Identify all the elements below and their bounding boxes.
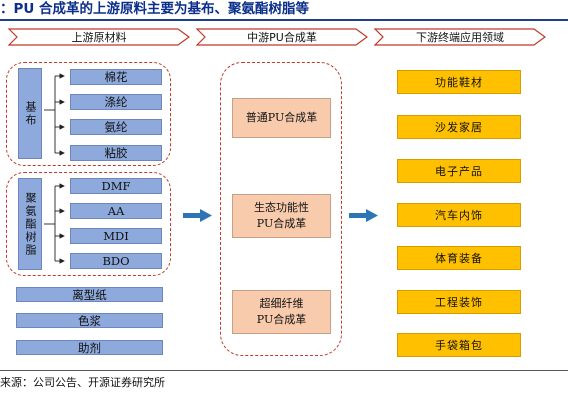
pu-resin-item: DMF	[70, 178, 162, 194]
flow-arrow-icon	[183, 209, 212, 222]
base-cloth-item: 棉花	[70, 69, 162, 85]
flow-arrow-icon	[349, 209, 378, 222]
chevron-shape-icon	[374, 28, 546, 46]
downstream-application: 汽车内饰	[397, 203, 521, 227]
pu-resin-item: MDI	[70, 228, 162, 244]
midstream-product: 超细纤维 PU合成革	[232, 290, 331, 334]
downstream-application: 功能鞋材	[397, 70, 521, 94]
pu-resin-group	[6, 172, 171, 276]
chevron-shape-icon	[196, 28, 368, 46]
pu-resin-item: BDO	[70, 253, 162, 269]
title-divider	[0, 19, 568, 21]
midstream-product: 普通PU合成革	[232, 98, 331, 138]
downstream-application: 电子产品	[397, 159, 521, 183]
source-note: 来源：公司公告、开源证券研究所	[0, 376, 165, 389]
downstream-application: 手袋箱包	[397, 333, 521, 357]
base-cloth-item: 粘胶	[70, 145, 162, 161]
downstream-application: 体育装备	[397, 246, 521, 270]
downstream-application: 沙发家居	[397, 115, 521, 139]
pu-resin-item: AA	[70, 203, 162, 219]
other-material-item: 色浆	[16, 313, 163, 328]
upstream-header: 上游原材料	[8, 28, 190, 46]
base-cloth-item: 氨纶	[70, 119, 162, 135]
base-cloth-label: 基布	[18, 68, 42, 159]
midstream-group	[220, 62, 342, 356]
downstream-header: 下游终端应用领域	[374, 28, 546, 46]
downstream-header-label: 下游终端应用领域	[416, 31, 504, 44]
base-cloth-item: 涤纶	[70, 94, 162, 110]
other-material-item: 离型纸	[16, 287, 163, 302]
upstream-header-label: 上游原材料	[71, 31, 127, 44]
base-cloth-group	[6, 62, 171, 166]
midstream-header: 中游PU合成革	[196, 28, 368, 46]
pu-resin-label: 聚氨酯树脂	[18, 178, 42, 270]
midstream-header-label: 中游PU合成革	[247, 31, 317, 44]
chevron-shape-icon	[8, 28, 190, 46]
downstream-application: 工程装饰	[397, 290, 521, 314]
midstream-product: 生态功能性 PU合成革	[232, 194, 331, 238]
page-title: ：PU 合成革的上游原料主要为基布、聚氨酯树脂等	[0, 1, 310, 17]
footer-divider	[0, 370, 568, 371]
other-material-item: 助剂	[16, 340, 163, 355]
